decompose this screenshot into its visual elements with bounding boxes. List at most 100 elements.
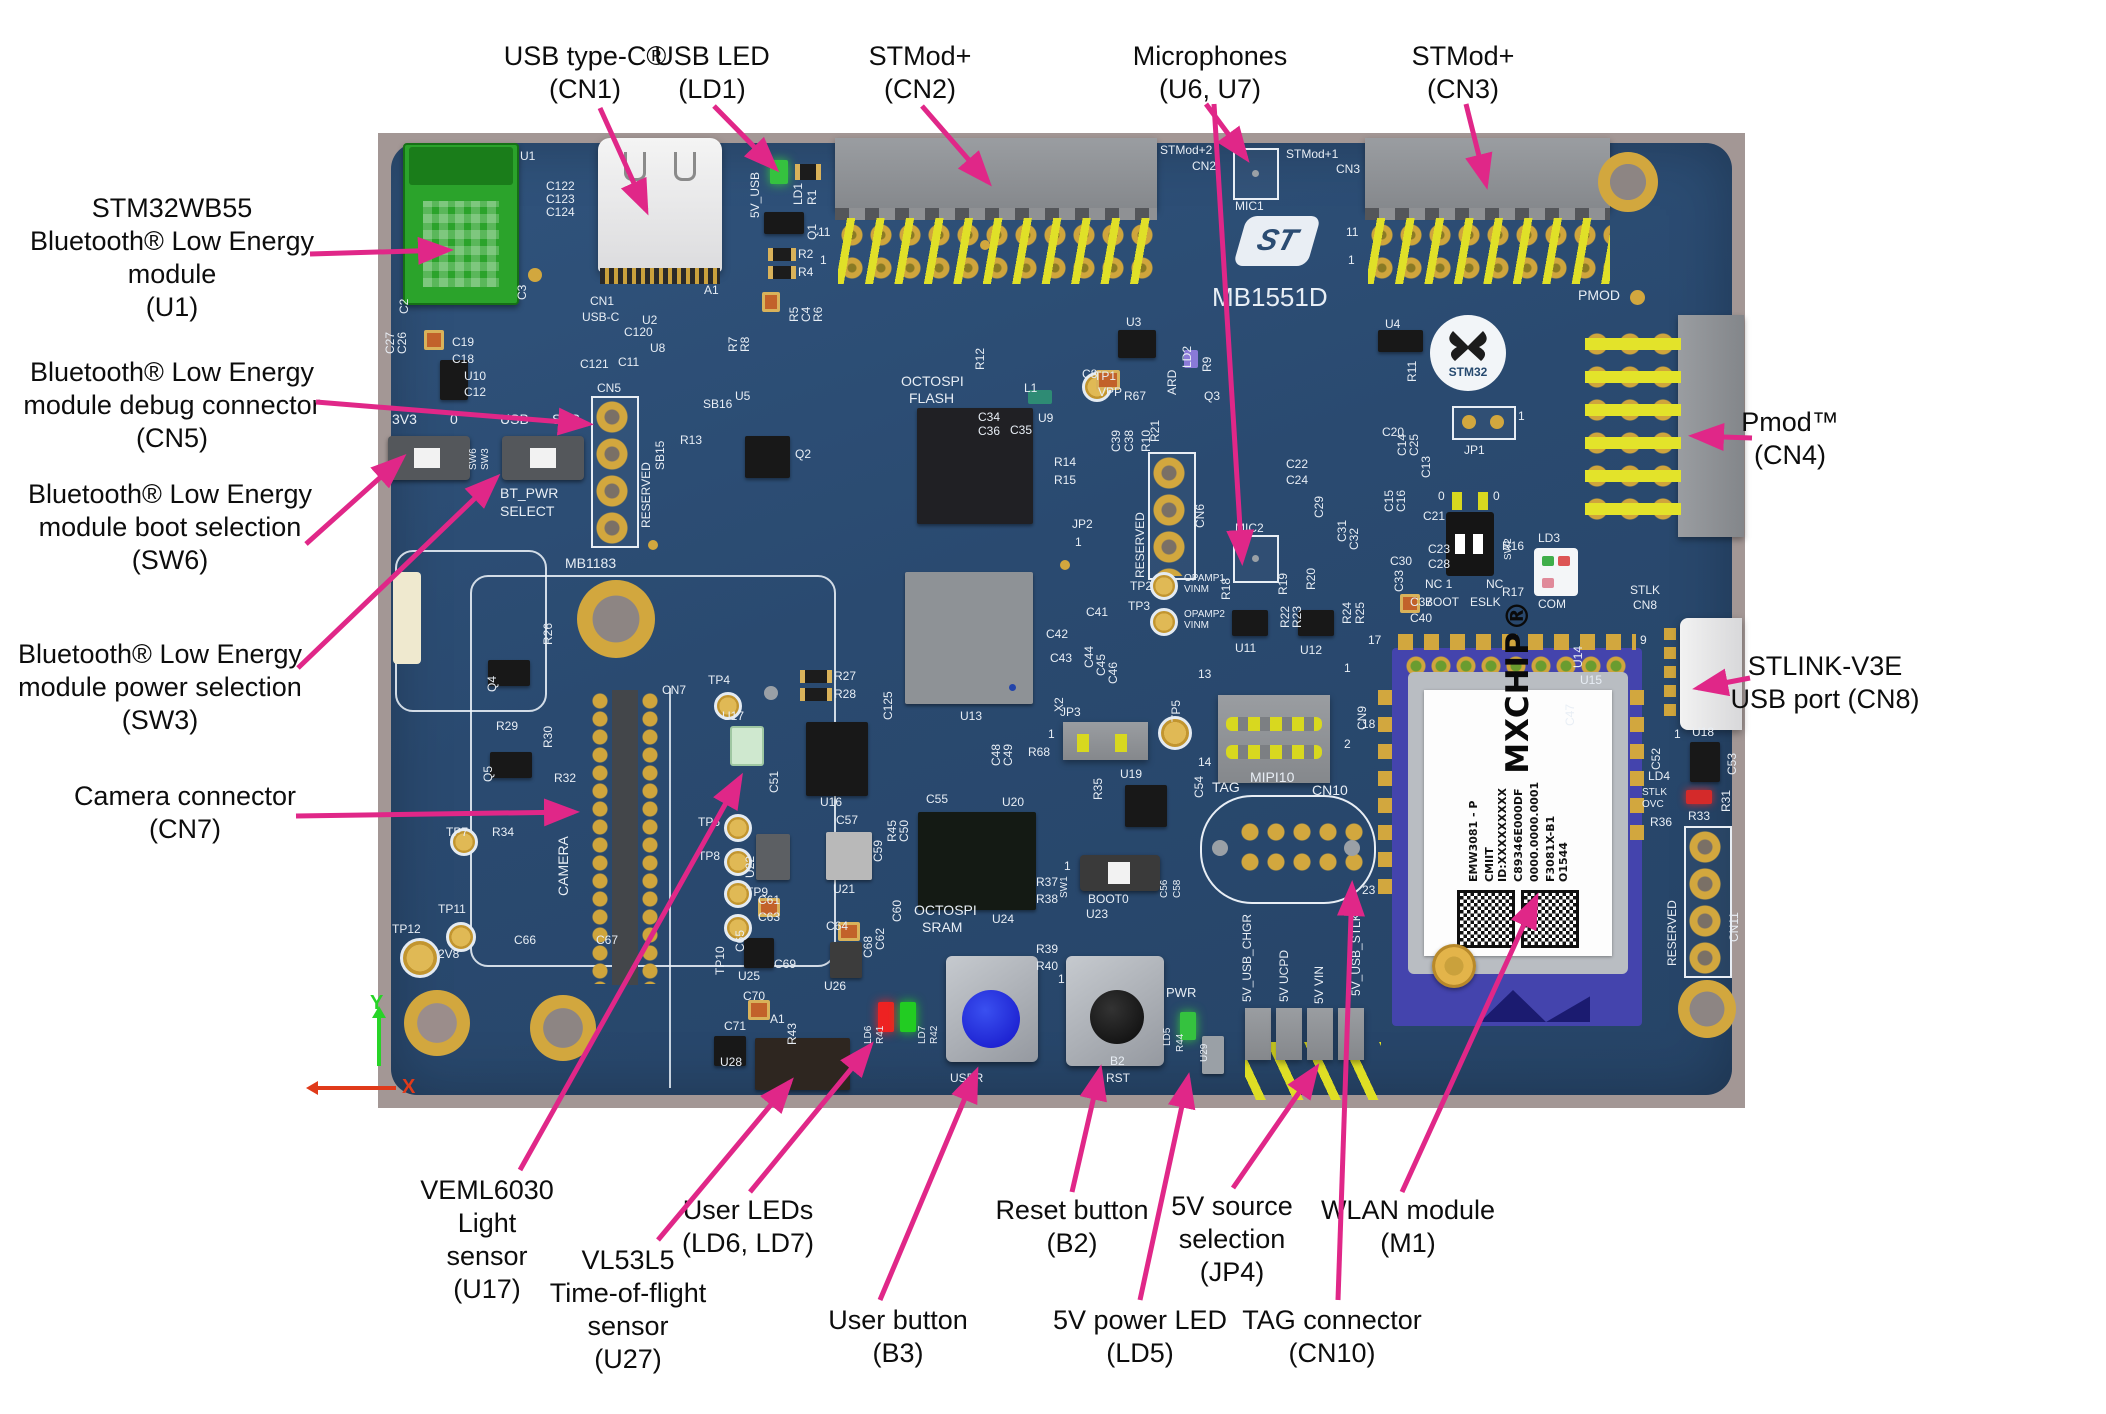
silkscreen-cn3: CN3 [1336, 162, 1361, 176]
silkscreen-cn5: CN5 [597, 381, 622, 395]
resistor-r27 [800, 670, 832, 683]
silkscreen-u1: U1 [520, 149, 536, 163]
callout-reset-button-line-1: (B2) [1046, 1228, 1098, 1258]
callout-ble-boot-line-1: module boot selection [38, 512, 302, 542]
callout-ble-module-line-0: STM32WB55 [91, 193, 253, 223]
jp1-pad-2 [1490, 415, 1504, 429]
sw2-strap-right [1478, 492, 1488, 510]
silkscreen-r38: R38 [1036, 892, 1059, 906]
silkscreen-u24: U24 [992, 912, 1015, 926]
silkscreen-pmod: PMOD [1578, 287, 1620, 303]
silkscreen-stmod-1: STMod+1 [1286, 147, 1339, 161]
mic1-port-hole [1252, 170, 1259, 177]
silkscreen-mipi10: MIPI10 [1250, 769, 1295, 785]
silkscreen-c55: C55 [926, 792, 949, 806]
chip-q2 [745, 436, 790, 478]
silkscreen-c122: C122 [546, 179, 575, 193]
axis-y-arrowhead [372, 1006, 386, 1018]
silkscreen-u15: U15 [1580, 673, 1603, 687]
silkscreen-tag: TAG [1212, 779, 1240, 795]
silkscreen-flash: FLASH [909, 390, 955, 406]
silkscreen-u17: U17 [722, 709, 745, 723]
silkscreen-u12: U12 [1300, 643, 1323, 657]
silkscreen-c124: C124 [546, 205, 575, 219]
boot0-switch-sw1 [1080, 855, 1160, 891]
silkscreen-cn1: CN1 [590, 294, 615, 308]
silkscreen-c42: C42 [1046, 627, 1069, 641]
sw1-knob [1108, 862, 1130, 884]
callout-veml6030-line-3: (U17) [453, 1274, 521, 1304]
capacitor-c61 [758, 898, 780, 917]
mounting-hole-top-right [1598, 152, 1658, 212]
power-select-switch-sw3 [502, 436, 584, 480]
callout-stmod-cn3-line-0: STMod+ [1411, 41, 1515, 71]
silkscreen-11: 11 [1346, 225, 1359, 239]
silkscreen-tp3: TP3 [1128, 599, 1151, 613]
axis-x-arrowhead [306, 1081, 318, 1095]
callout-vl53l5-line-2: sensor [587, 1311, 669, 1341]
callout-pmod-line-1: (CN4) [1754, 440, 1826, 470]
pmod-pins [1585, 328, 1681, 528]
callout-wlan-line-1: (M1) [1380, 1228, 1436, 1258]
tag-hole-left [1212, 840, 1228, 856]
chip-u25 [744, 938, 774, 968]
silkscreen-b2: B2 [1110, 1054, 1125, 1068]
callout-power-led-line-1: (LD5) [1106, 1338, 1174, 1368]
callout-usb-type-c: USB type-C®(CN1) [365, 40, 805, 106]
chip-u21 [826, 832, 872, 880]
silkscreen-octospi: OCTOSPI [901, 373, 964, 389]
callout-reset-button: Reset button(B2) [852, 1194, 1292, 1260]
callout-pmod-line-0: Pmod™ [1741, 407, 1839, 437]
capacitor-c37 [1400, 594, 1420, 613]
stmod-cn3-pins [1368, 218, 1610, 284]
silkscreen-c28: C28 [1428, 557, 1451, 571]
silkscreen-select: SELECT [500, 503, 555, 519]
silkscreen-pwr: PWR [1166, 985, 1197, 1000]
silkscreen-c22: C22 [1286, 457, 1309, 471]
silkscreen-9: 9 [1640, 633, 1647, 647]
capacitor-c4 [762, 292, 780, 312]
silkscreen-c120: C120 [624, 325, 653, 339]
callout-power-led: 5V power LED(LD5) [920, 1304, 1360, 1370]
callout-ble-power-line-1: module power selection [18, 672, 302, 702]
boot-switch-sw2 [1446, 512, 1494, 576]
user-button-cap [962, 990, 1020, 1048]
mxchip-top-pads [1398, 634, 1636, 650]
silkscreen-cn10: CN10 [1312, 782, 1348, 798]
silkscreen-c123: C123 [546, 192, 575, 206]
callout-camera-line-1: (CN7) [149, 814, 221, 844]
silkscreen-c64: C64 [826, 919, 849, 933]
silkscreen-vinm: VINM [1184, 584, 1209, 595]
mounting-hole-mb1183 [577, 580, 655, 658]
silkscreen-stlk: STLK [1642, 787, 1668, 798]
callout-wlan-line-0: WLAN module [1320, 1195, 1496, 1225]
silkscreen-c70: C70 [743, 989, 766, 1003]
silkscreen-c24: C24 [1286, 473, 1309, 487]
capacitor-c64 [838, 922, 860, 941]
silkscreen-u2: U2 [642, 313, 658, 327]
tag-connector-cn10 [1200, 795, 1376, 904]
jp4-jumper-2 [1276, 1008, 1302, 1060]
silkscreen-tp9: TP9 [746, 885, 769, 899]
chip-u22 [756, 834, 790, 880]
tag-hole-right [1344, 840, 1360, 856]
callout-microphones: Microphones(U6, U7) [990, 40, 1430, 106]
silkscreen-r68: R68 [1028, 745, 1051, 759]
callout-vl53l5-line-1: Time-of-flight [549, 1278, 707, 1308]
via [1060, 560, 1070, 570]
test-point-tp5 [1158, 716, 1192, 750]
callout-veml6030-line-1: Light [457, 1208, 517, 1238]
silkscreen-1: 1 [1048, 727, 1055, 741]
usb-c-contact-right [674, 152, 696, 181]
silkscreen-c30: C30 [1390, 554, 1413, 568]
reset-button-cap [1090, 990, 1144, 1044]
opamp-u11 [1232, 610, 1268, 636]
silkscreen-c20: C20 [1382, 425, 1405, 439]
stm32-butterfly-logo: STM32 [1430, 315, 1506, 391]
callout-usb-led-line-0: USB LED [654, 41, 770, 71]
resistor-r2 [768, 248, 796, 261]
mxchip-left-pads [1378, 690, 1392, 900]
